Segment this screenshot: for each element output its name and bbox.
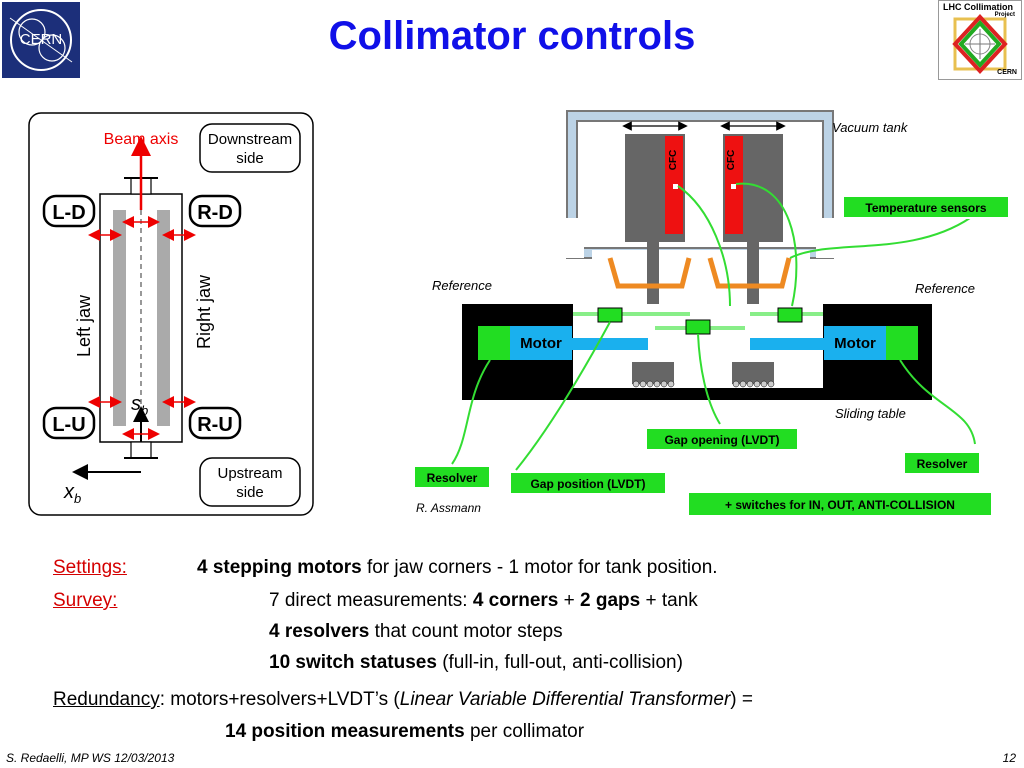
resolver-label-left: Resolver bbox=[427, 471, 478, 485]
credit-label: R. Assmann bbox=[416, 501, 481, 515]
survey-content-2: 4 resolvers that count motor steps bbox=[269, 621, 563, 643]
redundancy-label: Redundancy bbox=[53, 689, 160, 710]
settings-content: 4 stepping motors for jaw corners - 1 mo… bbox=[197, 557, 718, 579]
gap-position-label: Gap position (LVDT) bbox=[530, 477, 645, 491]
redundancy-c: ) = bbox=[730, 689, 753, 710]
collimator-mechanism-diagram: Vacuum tank CFC CFC Motor Motor Referenc… bbox=[413, 110, 1010, 517]
survey-1d: 2 gaps bbox=[580, 590, 641, 611]
survey-1a: 7 direct measurements: bbox=[269, 590, 473, 611]
upstream-label-2: side bbox=[236, 484, 264, 501]
sliding-table-label: Sliding table bbox=[835, 406, 906, 421]
motor-label-left: Motor bbox=[520, 335, 562, 352]
position-b: per collimator bbox=[464, 721, 585, 742]
cfc-label-right: CFC bbox=[726, 150, 737, 171]
position-a: 14 position measurements bbox=[225, 721, 465, 742]
survey-3b: (full-in, full-out, anti-collision) bbox=[436, 652, 683, 673]
corner-ld: L-D bbox=[52, 202, 85, 224]
jaw-corner-diagram: Beam axis sb xb L-D R-D L-U R-U Left jaw… bbox=[28, 112, 314, 516]
corner-ru: R-U bbox=[197, 414, 233, 436]
position-line: 14 position measurements per collimator bbox=[225, 721, 584, 743]
motor-right bbox=[824, 326, 886, 360]
settings-line: Settings: bbox=[53, 557, 127, 579]
settings-bold: 4 stepping motors bbox=[197, 557, 362, 578]
vacuum-tank-label: Vacuum tank bbox=[832, 120, 909, 135]
page-number: 12 bbox=[1002, 751, 1016, 765]
cern-logo: CERN bbox=[2, 2, 80, 78]
slide-title: Collimator controls bbox=[328, 14, 696, 58]
survey-line: Survey: bbox=[53, 590, 117, 612]
vacuum-tank bbox=[566, 110, 834, 259]
survey-content-3: 10 switch statuses (full-in, full-out, a… bbox=[269, 652, 683, 674]
cern-logo-text: CERN bbox=[20, 31, 63, 48]
cfc-label-left: CFC bbox=[668, 150, 679, 171]
reference-label-right: Reference bbox=[915, 281, 975, 296]
survey-content-1: 7 direct measurements: 4 corners + 2 gap… bbox=[269, 590, 698, 612]
survey-2a: 4 resolvers bbox=[269, 621, 370, 642]
redundancy-a: : motors+resolvers+LVDT’s ( bbox=[159, 689, 400, 710]
survey-1b: 4 corners bbox=[472, 590, 559, 611]
sb-label: sb bbox=[131, 393, 148, 418]
motor-label-right: Motor bbox=[834, 335, 876, 352]
settings-label: Settings: bbox=[53, 557, 127, 578]
lhc-logo-subtitle: Project bbox=[994, 12, 1015, 18]
survey-label: Survey: bbox=[53, 590, 118, 611]
downstream-label-2: side bbox=[236, 150, 264, 167]
resolver-label-right: Resolver bbox=[917, 457, 968, 471]
upstream-label-1: Upstream bbox=[217, 465, 282, 482]
survey-1e: + tank bbox=[640, 590, 698, 611]
right-jaw-label: Right jaw bbox=[194, 274, 214, 349]
corner-rd: R-D bbox=[197, 202, 233, 224]
downstream-label-1: Downstream bbox=[208, 131, 292, 148]
xb-label: xb bbox=[63, 481, 81, 506]
footer-author: S. Redaelli, MP WS 12/03/2013 bbox=[6, 751, 175, 765]
survey-2b: that count motor steps bbox=[369, 621, 563, 642]
motor-left bbox=[510, 326, 572, 360]
temperature-sensors-label: Temperature sensors bbox=[865, 201, 986, 215]
survey-1c: + bbox=[558, 590, 581, 611]
resolver-block-right bbox=[886, 326, 918, 360]
reference-label-left: Reference bbox=[432, 278, 492, 293]
left-jaw-bar bbox=[113, 210, 126, 426]
resolver-block-left bbox=[478, 326, 510, 360]
lhc-logo-cern: CERN bbox=[997, 69, 1017, 76]
lhc-logo-title: LHC Collimation bbox=[943, 2, 1013, 12]
redundancy-b: Linear Variable Differential Transformer bbox=[399, 689, 731, 710]
gap-opening-label: Gap opening (LVDT) bbox=[664, 433, 779, 447]
beam-axis-label: Beam axis bbox=[104, 131, 179, 148]
redundancy-line: Redundancy: motors+resolvers+LVDT’s (Lin… bbox=[53, 689, 753, 711]
left-jaw-label: Left jaw bbox=[74, 294, 94, 357]
settings-rest: for jaw corners - 1 motor for tank posit… bbox=[361, 557, 718, 578]
right-jaw-bar bbox=[157, 210, 170, 426]
corner-lu: L-U bbox=[52, 414, 85, 436]
lhc-collimation-logo: LHC Collimation Project CERN bbox=[938, 0, 1022, 80]
switches-label: + switches for IN, OUT, ANTI-COLLISION bbox=[725, 498, 955, 512]
survey-3a: 10 switch statuses bbox=[269, 652, 437, 673]
